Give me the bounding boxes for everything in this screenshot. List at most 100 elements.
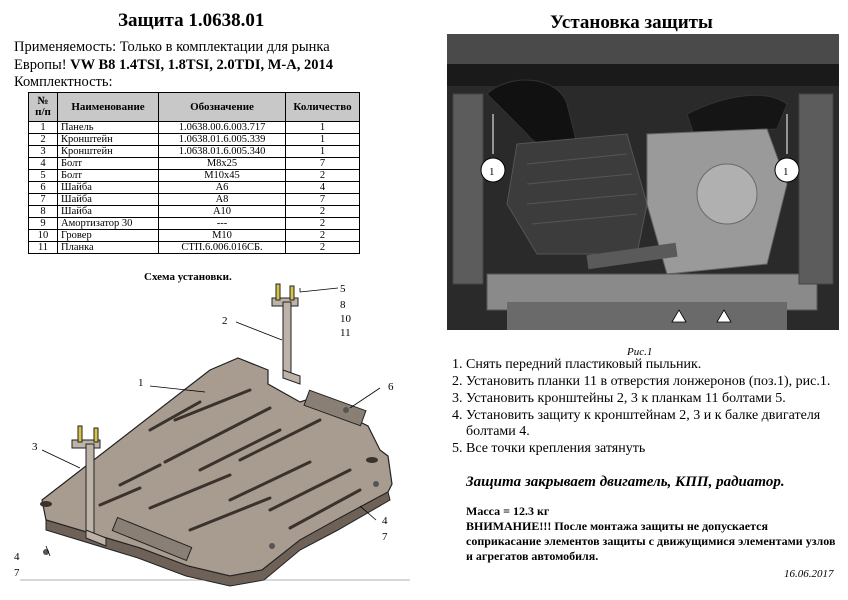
applicability-line-1: Применяемость: Только в комплектации для… [14,39,330,55]
callout-3: 3 [32,441,38,453]
callout-2: 2 [222,315,228,327]
callout-5: 5 [340,283,346,295]
callout-6: 6 [388,381,394,393]
cell-quantity: 2 [285,217,360,230]
installation-steps: Снять передний пластиковый пыльник. Уста… [448,357,848,458]
kit-label: Комплектность: [14,74,113,90]
cell-number: 9 [28,217,58,230]
step-4: Установить защиту к кронштейнам 2, 3 и к… [466,408,848,440]
cell-number: 10 [28,229,58,242]
arrow-icons [671,309,732,323]
cell-number: 7 [28,193,58,206]
cell-code: --- [158,217,286,230]
parts-table: № п/п Наименование Обозначение Количеств… [28,92,360,254]
right-flange [303,389,367,427]
col-header-code: Обозначение [158,92,286,122]
cell-code: 1.0638.01.6.005.340 [158,145,286,158]
applicability-models: VW B8 1.4TSI, 1.8TSI, 2.0TDI, М-А, 2014 [70,57,333,73]
cell-name: Болт [57,169,159,182]
col-header-name: Наименование [57,92,159,122]
cell-number: 8 [28,205,58,218]
cell-code: A8 [158,193,286,206]
panel-ribs [98,388,362,532]
cell-name: Панель [57,121,159,134]
step-2: Установить планки 11 в отверстия лонжеро… [466,374,848,390]
photo-markers: 1 1 [480,114,800,183]
cell-name: Шайба [57,205,159,218]
marker-1-right [774,157,800,183]
bracket-3 [71,425,107,547]
marker-1-left-label: 1 [489,166,495,178]
step-3: Установить кронштейны 2, 3 к планкам 11 … [466,391,848,407]
front-flange [111,516,193,562]
mass-value: Масса = 12.3 кг [466,504,550,518]
installation-title: Установка защиты [550,12,713,33]
cell-quantity: 1 [285,133,360,146]
step-1: Снять передний пластиковый пыльник. [466,357,848,373]
leader-lines [41,287,381,557]
cell-quantity: 2 [285,241,360,254]
cell-quantity: 7 [285,157,360,170]
schema-label: Схема установки. [144,271,232,283]
col-header-quantity: Количество [285,92,360,122]
cell-quantity: 1 [285,145,360,158]
coverage-note: Защита закрывает двигатель, КПП, радиато… [466,474,785,490]
cell-name: Кронштейн [57,133,159,146]
mount-hole [40,501,52,507]
document-title: Защита 1.0638.01 [118,10,265,31]
step-5: Все точки крепления затянуть [466,441,848,457]
callout-1: 1 [138,377,144,389]
callout-7-left: 7 [14,567,20,579]
applicability-line-2: Европы! VW B8 1.4TSI, 1.8TSI, 2.0TDI, М-… [14,56,374,74]
document-date: 16.06.2017 [784,568,834,580]
cell-number: 4 [28,157,58,170]
cell-code: 1.0638.01.6.005.339 [158,133,286,146]
cell-quantity: 2 [285,169,360,182]
cell-quantity: 2 [285,205,360,218]
table-header-row: № п/п Наименование Обозначение Количеств… [28,92,360,122]
mount-hole [366,457,378,463]
cell-quantity: 7 [285,193,360,206]
callout-4-right: 4 [382,515,388,527]
installation-drawing: 1 2 3 5 8 10 11 6 4 7 4 7 [14,283,410,587]
callout-7-right: 7 [382,531,388,543]
cell-code: 1.0638.00.6.003.717 [158,121,286,134]
marker-1-left [480,157,506,183]
marker-1-right-label: 1 [783,166,789,178]
col-header-number: № п/п [28,92,58,122]
cell-name: Болт [57,157,159,170]
engine-bay-photo [447,34,839,330]
cell-code: A10 [158,205,286,218]
cell-number: 6 [28,181,58,194]
installation-photo: 1 1 [447,34,839,330]
cell-name: Амортизатор 30 [57,217,159,230]
cell-code: M10x45 [158,169,286,182]
applicability-region: Европы! [14,57,71,73]
callout-8: 8 [340,299,346,311]
callout-11: 11 [340,327,351,339]
callout-4-left: 4 [14,551,20,563]
cell-code: СТП.6.006.016СБ. [158,241,286,254]
cell-name: Кронштейн [57,145,159,158]
cell-number: 5 [28,169,58,182]
cell-quantity: 4 [285,181,360,194]
cell-code: M10 [158,229,286,242]
photo-caption: Рис.1 [627,346,653,358]
warning-text: ВНИМАНИЕ!!! После монтажа защиты не допу… [466,519,836,563]
bracket-2 [271,283,301,385]
applicability-text: Применяемость: Только в комплектации для… [14,38,374,74]
cell-code: A6 [158,181,286,194]
cell-name: Шайба [57,181,159,194]
cell-number: 11 [28,241,58,254]
